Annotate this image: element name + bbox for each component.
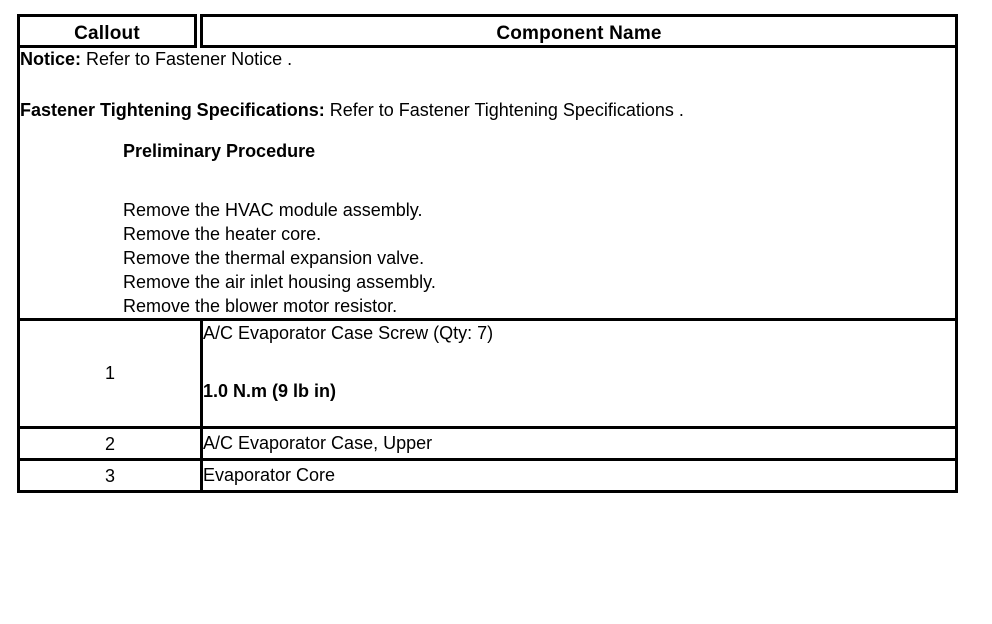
component-cell: A/C Evaporator Case Screw (Qty: 7) 1.0 N… xyxy=(200,321,958,429)
callout-number: 1 xyxy=(17,321,200,429)
callout-number: 2 xyxy=(17,429,200,461)
component-callout-table: Callout Component Name Notice: Refer to … xyxy=(17,14,958,493)
component-name-text: A/C Evaporator Case Screw (Qty: 7) xyxy=(203,323,494,343)
header-cell-callout: Callout xyxy=(17,14,197,48)
column-header-callout: Callout xyxy=(17,14,197,48)
table-row: 1 A/C Evaporator Case Screw (Qty: 7) 1.0… xyxy=(17,321,958,429)
list-item: Remove the air inlet housing assembly. xyxy=(123,272,436,292)
notice-block: Notice: Refer to Fastener Notice . Faste… xyxy=(17,48,958,321)
component-name-text: Evaporator Core xyxy=(200,461,958,493)
callout-number: 3 xyxy=(17,461,200,493)
table-row: 2 A/C Evaporator Case, Upper xyxy=(17,429,958,461)
preliminary-procedure-list: Remove the HVAC module assembly. Remove … xyxy=(123,198,955,318)
header-cell-component-name: Component Name xyxy=(200,14,958,48)
notice-row: Notice: Refer to Fastener Notice . Faste… xyxy=(17,48,958,321)
fastener-notice-line: Notice: Refer to Fastener Notice . xyxy=(20,48,955,71)
list-item: Remove the blower motor resistor. xyxy=(123,296,398,316)
torque-spec-text: 1.0 N.m (9 lb in) xyxy=(203,381,337,401)
component-name-text: A/C Evaporator Case, Upper xyxy=(200,429,958,461)
fastener-specs-line: Fastener Tightening Specifications: Refe… xyxy=(20,99,955,122)
list-item: Remove the HVAC module assembly. xyxy=(123,200,423,220)
fastener-specs-label: Fastener Tightening Specifications: xyxy=(20,100,325,120)
notice-spacer xyxy=(20,77,955,99)
preliminary-procedure-heading: Preliminary Procedure xyxy=(123,141,316,161)
table-row: 3 Evaporator Core xyxy=(17,461,958,493)
column-header-component-name: Component Name xyxy=(200,14,958,48)
list-item: Remove the thermal expansion valve. xyxy=(123,248,425,268)
header-divider-gap xyxy=(197,14,200,48)
list-item: Remove the heater core. xyxy=(123,224,322,244)
notice-text: Refer to Fastener Notice . xyxy=(81,49,293,69)
notice-label: Notice: xyxy=(20,49,82,69)
fastener-specs-text: Refer to Fastener Tightening Specificati… xyxy=(324,100,684,120)
table-header-row: Callout Component Name xyxy=(17,14,958,48)
